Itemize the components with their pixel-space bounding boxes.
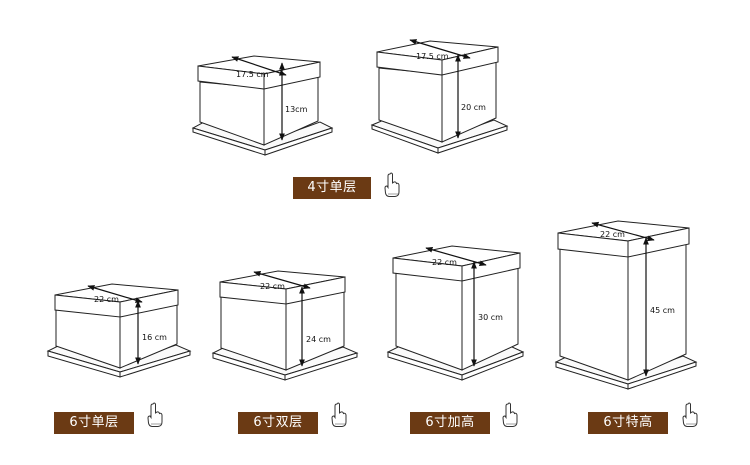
hand-pointing-up-icon: [682, 402, 698, 427]
box-4in-standard-height-label: 13cm: [285, 105, 308, 114]
box-6in-high-height-label: 30 cm: [478, 313, 503, 322]
box-6in-single: [46, 283, 192, 378]
tag-4in-single: 4寸单层: [293, 177, 371, 199]
box-4in-standard: [191, 55, 334, 156]
box-6in-double: [211, 270, 359, 381]
tag-6in-double: 6寸双层: [238, 412, 318, 434]
box-6in-double-height-label: 24 cm: [306, 335, 331, 344]
box-6in-extra-high-height-label: 45 cm: [650, 306, 675, 315]
box-4in-tall: [370, 39, 509, 154]
hand-pointing-up-icon: [147, 402, 163, 427]
box-4in-standard-width-label: 17.5 cm: [236, 70, 269, 79]
box-6in-single-width-label: 22 cm: [94, 295, 119, 304]
hand-pointing-up-icon: [331, 402, 347, 427]
tag-6in-extra-high: 6寸特高: [588, 412, 668, 434]
box-6in-high: [386, 245, 525, 381]
box-4in-tall-width-label: 17.5 cm: [416, 52, 449, 61]
box-6in-double-width-label: 22 cm: [260, 282, 285, 291]
tag-6in-high: 6寸加高: [410, 412, 490, 434]
box-6in-extra-high-width-label: 22 cm: [600, 230, 625, 239]
hand-pointing-up-icon: [502, 402, 518, 427]
tag-6in-single: 6寸单层: [54, 412, 134, 434]
box-6in-extra-high: [554, 220, 698, 390]
box-6in-single-height-label: 16 cm: [142, 333, 167, 342]
hand-pointing-up-icon: [384, 172, 400, 197]
box-6in-high-width-label: 22 cm: [432, 258, 457, 267]
box-4in-tall-height-label: 20 cm: [461, 103, 486, 112]
